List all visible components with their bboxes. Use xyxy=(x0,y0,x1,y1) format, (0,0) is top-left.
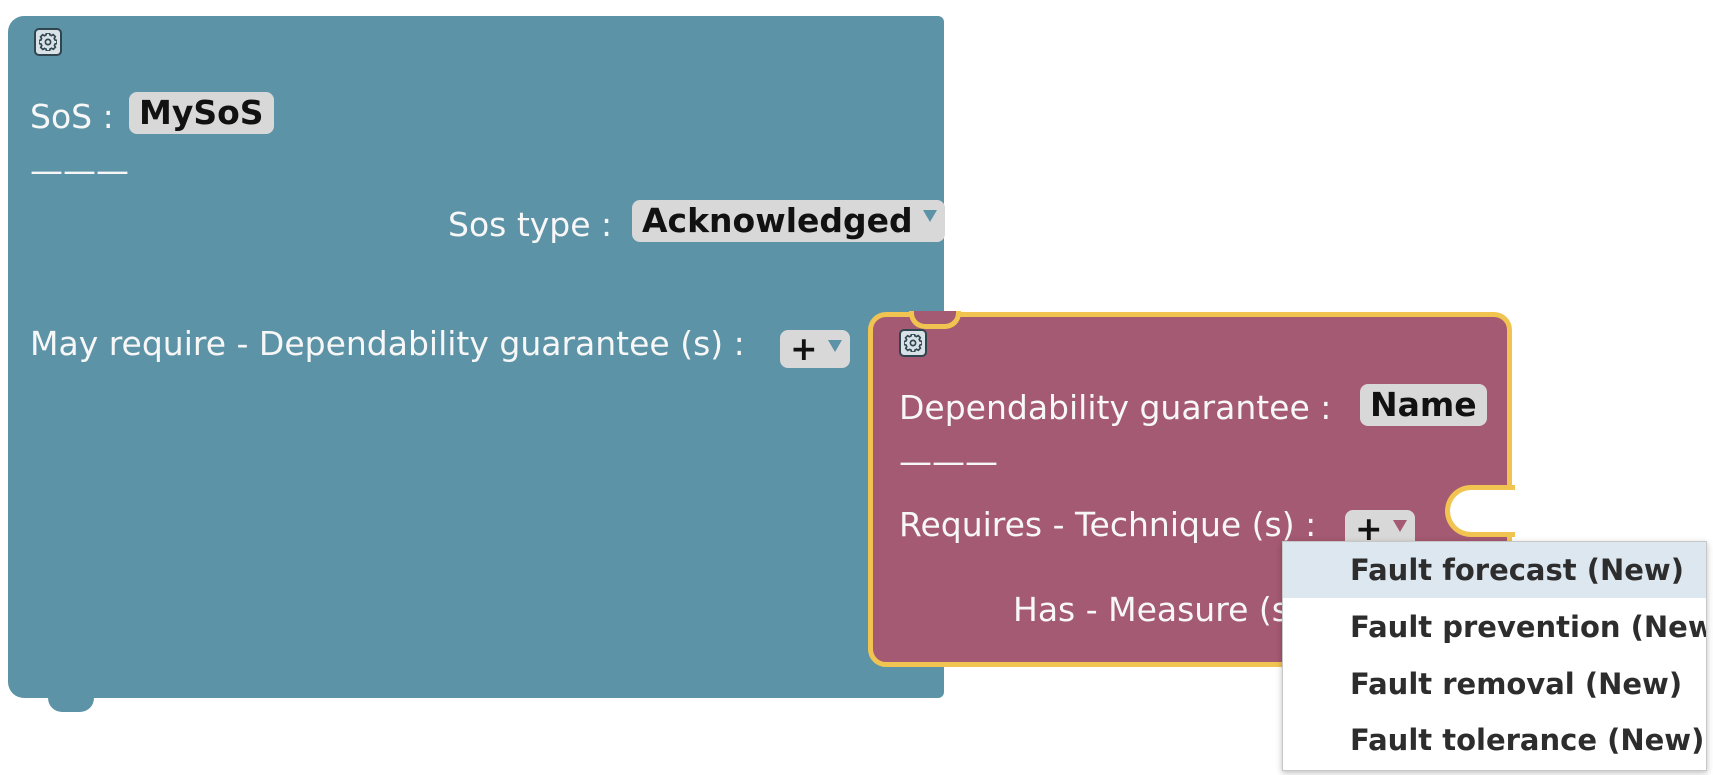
menu-item-fault-tolerance[interactable]: Fault tolerance (New) xyxy=(1350,723,1705,757)
sos-name-field[interactable]: MySoS xyxy=(129,92,274,134)
gear-icon xyxy=(904,334,922,352)
dependability-requires-label: Requires - Technique (s) : xyxy=(899,505,1317,544)
sos-title-label: SoS : xyxy=(30,97,114,136)
dependability-measure-label: Has - Measure (s xyxy=(1013,590,1289,629)
dropdown-arrow-icon xyxy=(1392,520,1407,532)
add-label: + xyxy=(1355,509,1383,548)
dropdown-arrow-icon xyxy=(827,340,842,352)
gear-icon xyxy=(39,33,57,51)
sos-separator: ——— xyxy=(30,151,129,190)
sos-block-bottom-connector xyxy=(48,692,94,712)
sos-add-guarantee-button[interactable]: + xyxy=(780,330,850,368)
dependability-guarantee-block[interactable]: Dependability guarantee : Name ——— Requi… xyxy=(868,311,1515,667)
dependability-gear-icon[interactable] xyxy=(899,329,927,357)
menu-item-fault-forecast[interactable]: Fault forecast (New) xyxy=(1283,542,1706,598)
dependability-name-field[interactable]: Name xyxy=(1360,384,1487,426)
technique-dropdown-menu[interactable]: Fault forecast (New) Fault prevention (N… xyxy=(1282,541,1707,771)
sos-type-label: Sos type : xyxy=(448,205,613,244)
sos-type-value: Acknowledged xyxy=(642,201,913,240)
sos-requires-label: May require - Dependability guarantee (s… xyxy=(30,324,745,363)
dependability-top-connector xyxy=(909,311,961,329)
sos-block[interactable]: SoS : MySoS ——— Sos type : Acknowledged … xyxy=(8,16,945,712)
sos-gear-icon[interactable] xyxy=(34,28,62,56)
menu-item-fault-prevention[interactable]: Fault prevention (New xyxy=(1350,610,1707,644)
menu-item-fault-removal[interactable]: Fault removal (New) xyxy=(1350,667,1683,701)
sos-type-dropdown[interactable]: Acknowledged xyxy=(632,200,945,242)
dropdown-arrow-icon xyxy=(922,210,937,222)
dependability-separator: ——— xyxy=(899,442,998,481)
dependability-title-label: Dependability guarantee : xyxy=(899,388,1332,427)
dependability-technique-input-slot xyxy=(1445,485,1515,537)
add-label: + xyxy=(790,329,818,368)
